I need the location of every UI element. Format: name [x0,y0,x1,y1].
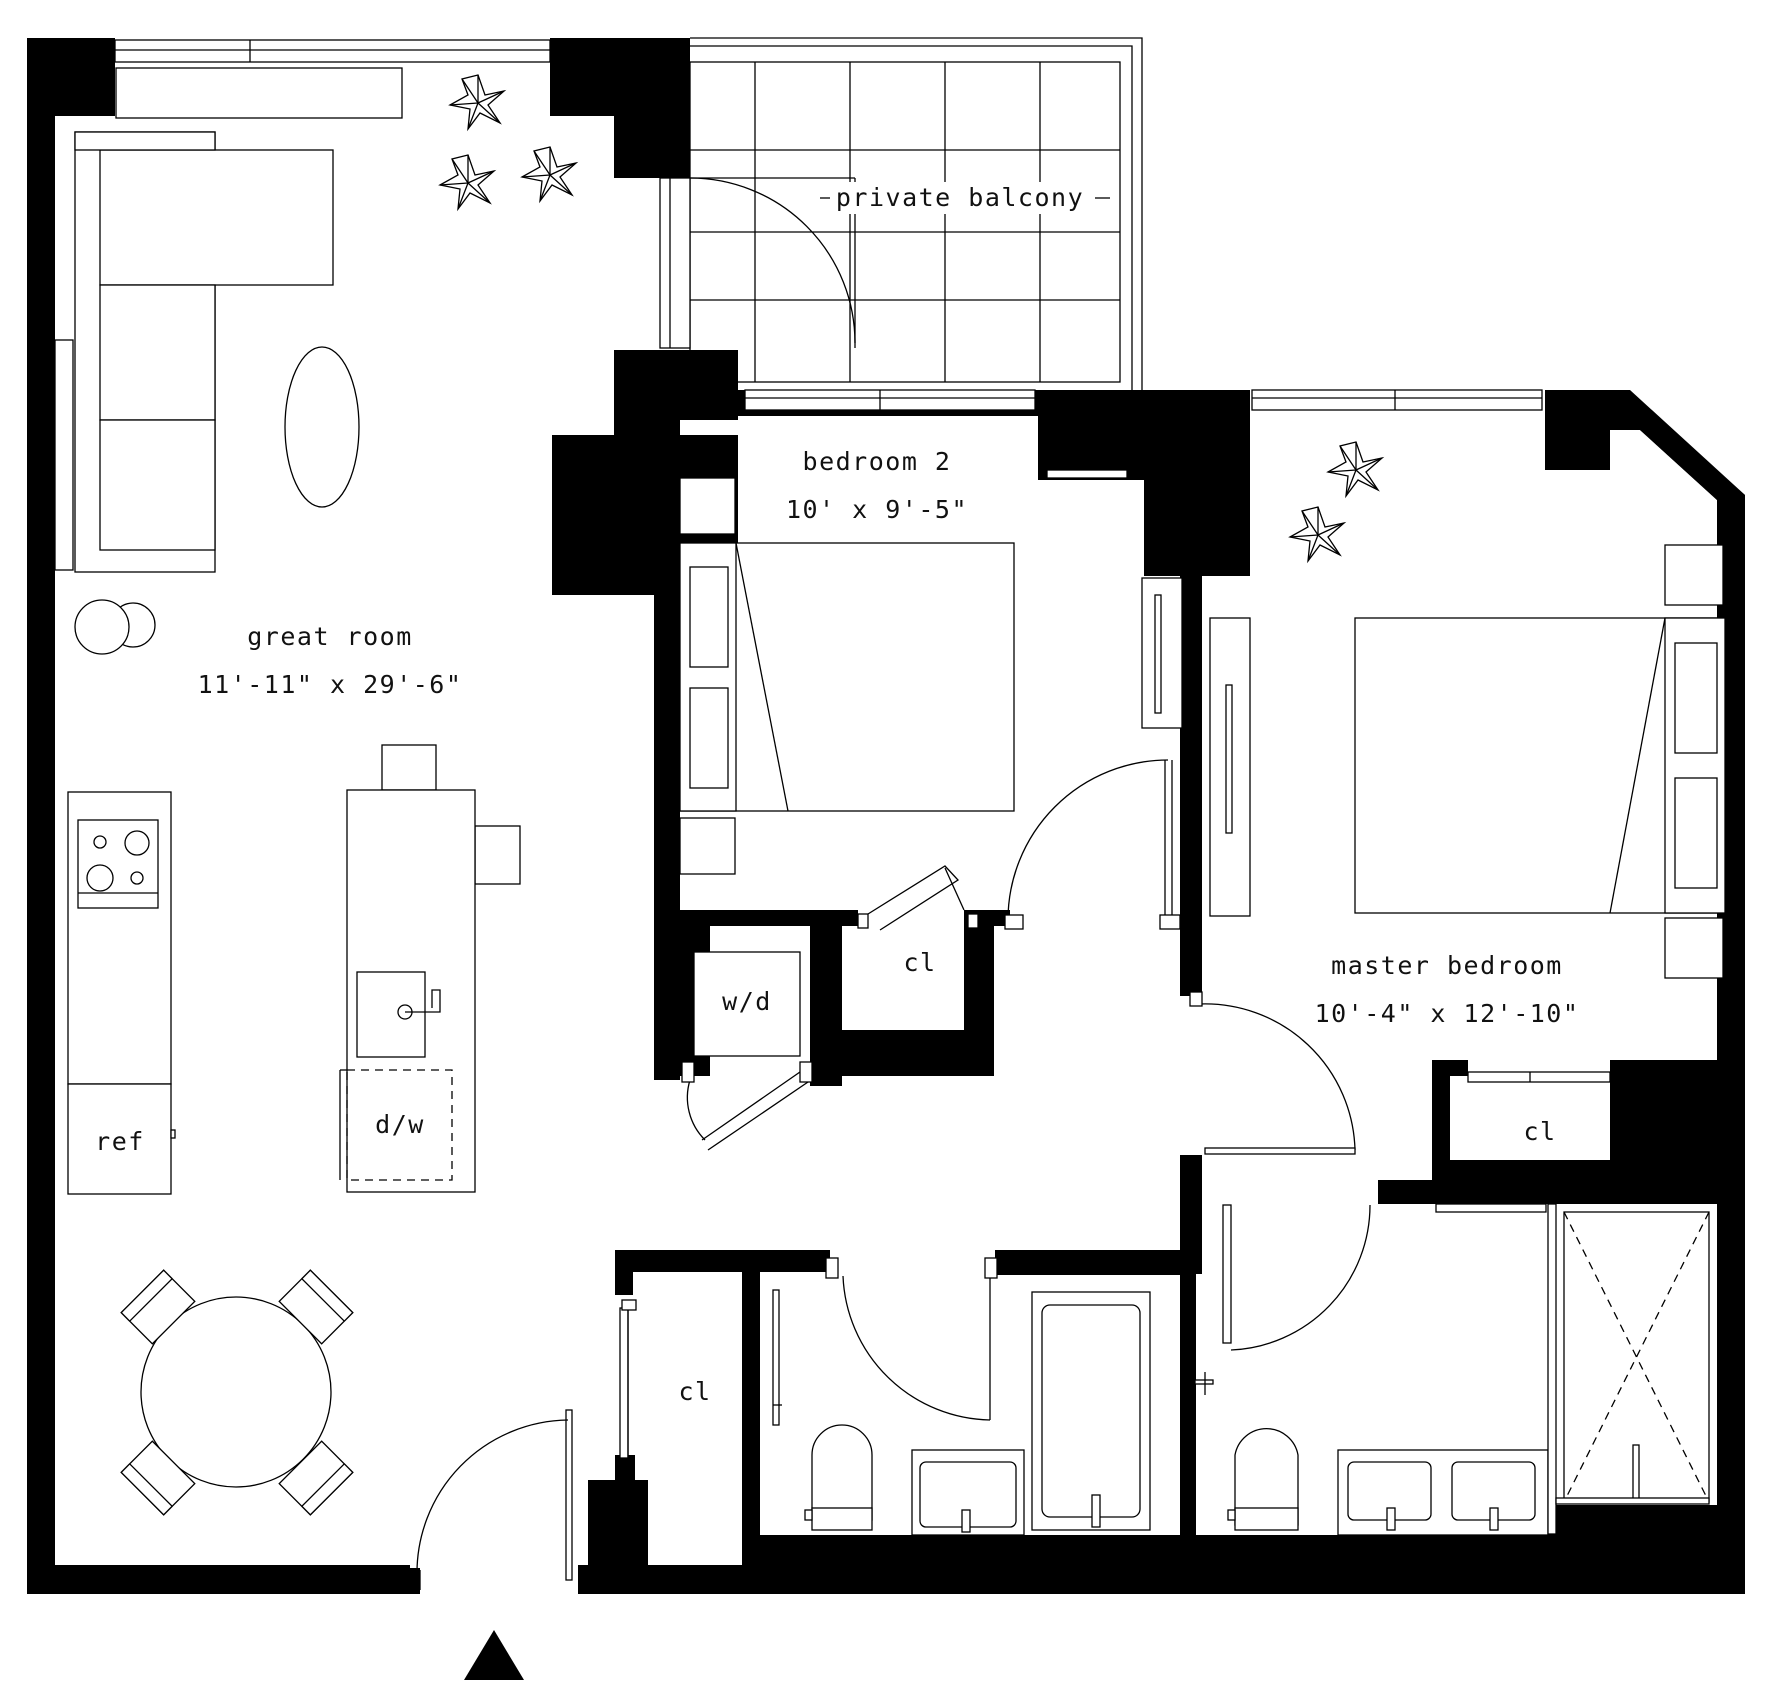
balcony-label: private balcony [836,183,1084,212]
closet-entry-label: cl [678,1377,711,1406]
closet-bedroom2-label: cl [903,948,936,977]
great-room-dims: 11'-11" x 29'-6" [198,670,463,699]
plant-icon [1289,441,1383,562]
refrigerator-label: ref [95,1127,145,1156]
bedroom2-dims: 10' x 9'-5" [786,495,968,524]
master-bedroom-name: master bedroom [1331,951,1563,980]
master-bath [1194,1203,1710,1536]
washer-dryer-label: w/d [722,987,772,1016]
entry-closet: cl [619,1299,711,1459]
master-bedroom-dims: 10'-4" x 12'-10" [1315,999,1580,1028]
closet-master-label: cl [1523,1117,1556,1146]
balcony: private balcony [659,37,1143,390]
bathroom-2 [772,1257,1151,1536]
master-bedroom: cl master bedroom 10'-4" x 12'-10" [1189,441,1726,1155]
dishwasher-label: d/w [375,1110,425,1139]
great-room-name: great room [247,622,413,651]
triangle-entry-icon [464,1630,524,1680]
bedroom-2: cl bedroom 2 10' x 9'-5" [679,447,1183,977]
bedroom2-name: bedroom 2 [803,447,952,476]
living-furniture: ref d/w great room 11'-11" x 29'-6" [67,67,577,1594]
walls [27,38,1745,1594]
laundry: w/d [681,951,813,1151]
